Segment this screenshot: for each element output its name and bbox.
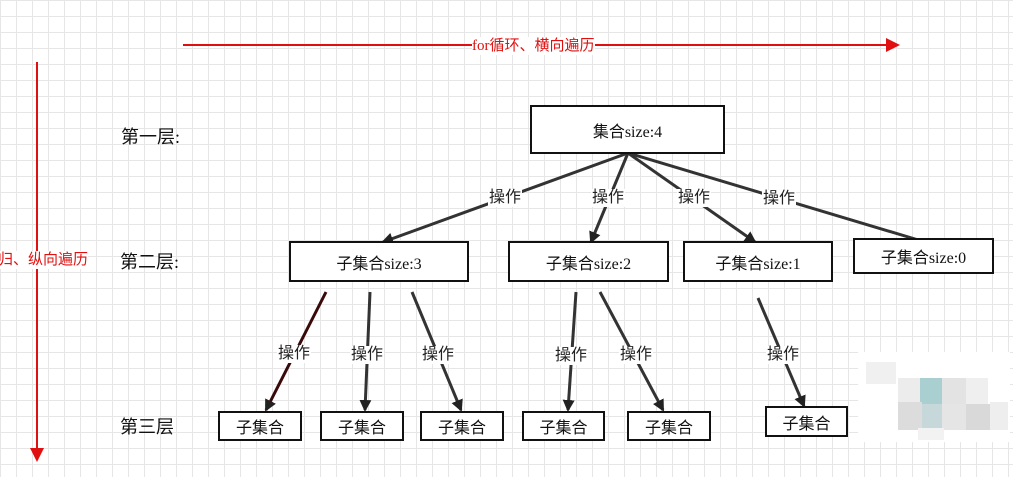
- leaf-node-2: 子集合: [320, 411, 404, 441]
- layer-3-label: 第三层: [120, 417, 174, 437]
- op-label-5: 操作: [277, 345, 312, 363]
- op-label-10: 操作: [766, 346, 801, 364]
- level2-node-1: 子集合size:3: [289, 241, 469, 282]
- op-label-4: 操作: [762, 190, 797, 208]
- pixelated-watermark: [858, 352, 1010, 442]
- op-label-2: 操作: [591, 189, 626, 207]
- level2-node-4: 子集合size:0: [853, 238, 994, 274]
- leaf-node-1: 子集合: [218, 411, 302, 441]
- layer-1-label: 第一层:: [121, 127, 181, 147]
- level2-node-2: 子集合size:2: [508, 241, 669, 282]
- op-label-8: 操作: [554, 347, 589, 365]
- leaf-node-4: 子集合: [522, 411, 605, 441]
- layer-2-label: 第二层:: [120, 252, 180, 272]
- leaf-node-5: 子集合: [627, 411, 711, 441]
- horizontal-traversal-label: for循环、横向遍历: [472, 37, 595, 55]
- vertical-traversal-label: 归、纵向遍历: [0, 251, 89, 269]
- op-label-3: 操作: [677, 189, 712, 207]
- leaf-node-3: 子集合: [420, 411, 504, 441]
- root-node: 集合size:4: [530, 105, 725, 154]
- op-label-6: 操作: [350, 346, 385, 364]
- level2-node-3: 子集合size:1: [683, 241, 833, 282]
- leaf-node-6: 子集合: [765, 406, 848, 437]
- op-label-7: 操作: [421, 346, 456, 364]
- op-label-1: 操作: [488, 189, 523, 207]
- op-label-9: 操作: [619, 346, 654, 364]
